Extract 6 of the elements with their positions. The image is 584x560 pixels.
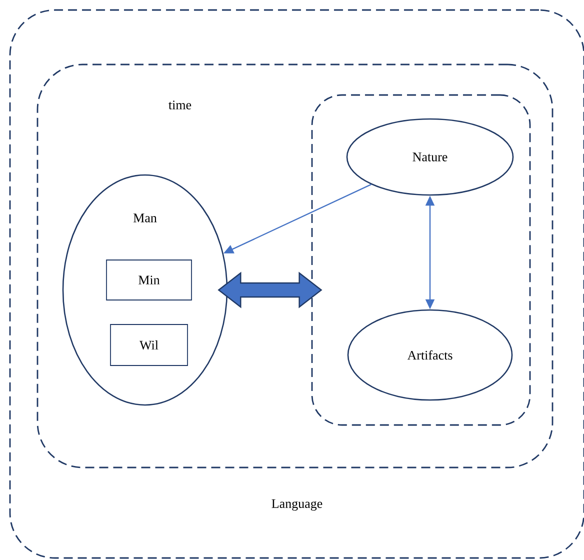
ellipse-label: Man xyxy=(133,214,157,222)
dashed-frame xyxy=(311,94,531,426)
frame-label: Language xyxy=(272,499,322,511)
text-box: Wil xyxy=(110,324,188,366)
text-box: Min xyxy=(106,260,192,300)
frame-label: time xyxy=(168,100,192,110)
